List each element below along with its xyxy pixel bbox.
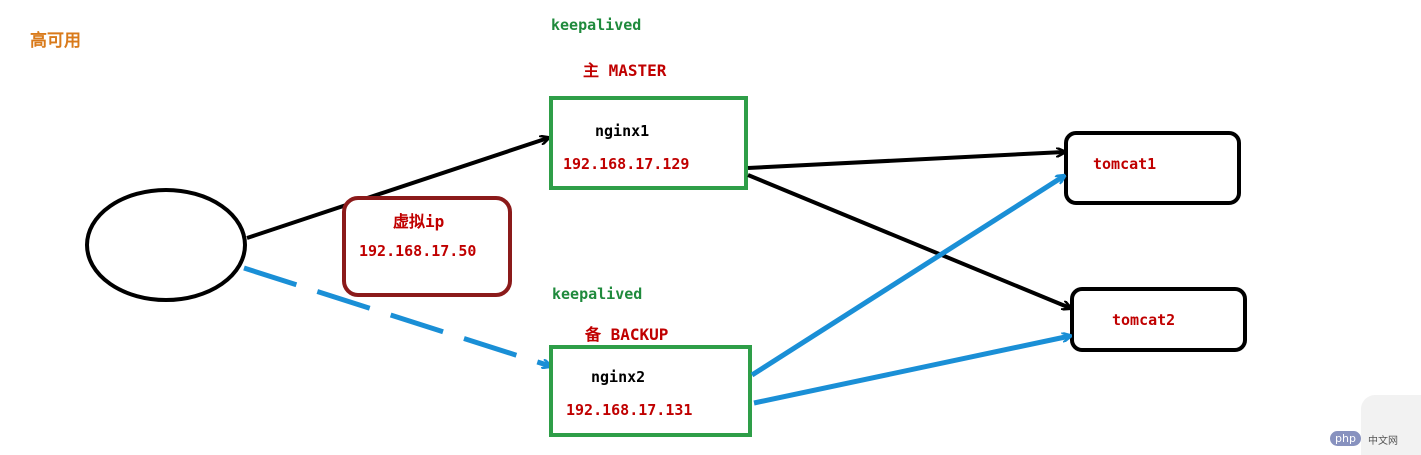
backup-to-tomcat1-line: [750, 176, 1064, 378]
client-node: [85, 188, 247, 302]
master-keepalived-label: keepalived: [551, 16, 642, 34]
client-to-backup-line: [243, 265, 550, 366]
watermark-text: 中文网: [1368, 436, 1398, 447]
tomcat1-label: tomcat1: [1093, 155, 1157, 173]
backup-role-label: 备 BACKUP: [585, 325, 669, 344]
tomcat2-label: tomcat2: [1112, 311, 1176, 329]
backup-name-label: nginx2: [591, 368, 646, 386]
client-to-master-line: [246, 138, 548, 240]
vip-box: [342, 196, 512, 297]
vip-ip-label: 192.168.17.50: [359, 242, 477, 260]
backup-ip-label: 192.168.17.131: [566, 401, 693, 419]
php-logo-icon: php: [1330, 431, 1361, 446]
master-to-tomcat2-line: [747, 173, 1070, 308]
backup-keepalived-label: keepalived: [552, 285, 643, 303]
backup-node-box: [549, 345, 752, 437]
master-to-tomcat1-line: [747, 152, 1064, 170]
php-watermark: php 中文网: [1330, 395, 1421, 455]
watermark-bubble: [1361, 395, 1421, 455]
master-role-label: 主 MASTER: [583, 61, 667, 80]
master-node-box: [549, 96, 748, 190]
page-title: 高可用: [30, 31, 81, 51]
master-name-label: nginx1: [595, 122, 650, 140]
tomcat1-box: [1064, 131, 1241, 205]
backup-to-tomcat2-line: [753, 336, 1070, 406]
master-ip-label: 192.168.17.129: [563, 155, 690, 173]
tomcat2-box: [1070, 287, 1247, 352]
vip-label: 虚拟ip: [393, 212, 445, 231]
